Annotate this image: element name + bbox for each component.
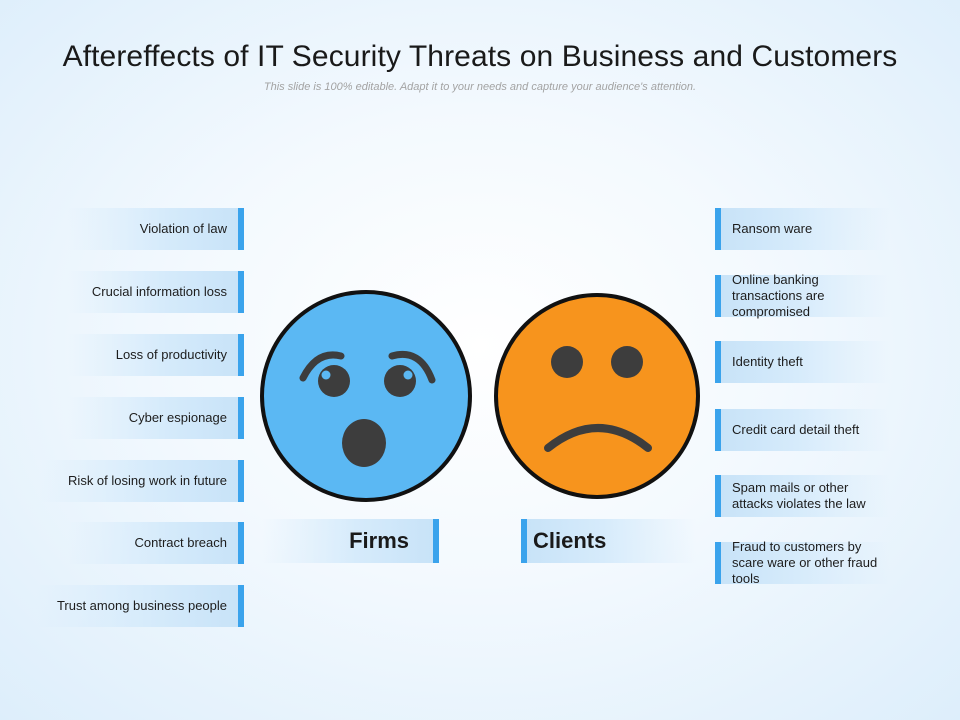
clients-item-label: Spam mails or other attacks violates the… [732, 480, 866, 511]
firms-item-label: Risk of losing work in future [68, 473, 227, 488]
clients-item-label: Identity theft [732, 354, 803, 369]
clients-item: Ransom ware [715, 208, 890, 250]
clients-item: Spam mails or other attacks violates the… [715, 475, 890, 517]
clients-item-label: Fraud to customers by scare ware or othe… [732, 539, 878, 586]
clients-item-label: Online banking transactions are compromi… [732, 272, 825, 319]
slide-subtitle: This slide is 100% editable. Adapt it to… [263, 81, 697, 93]
clients-item-label: Credit card detail theft [732, 422, 860, 437]
clients-item: Online banking transactions are compromi… [715, 272, 890, 319]
firms-item: Cyber espionage [68, 397, 244, 439]
clients-item: Identity theft [715, 341, 890, 383]
firms-item: Crucial information loss [68, 271, 244, 313]
firms-item: Contract breach [68, 522, 244, 564]
firms-item-label: Violation of law [139, 221, 227, 236]
clients-label: Clients [521, 519, 696, 563]
clients-item: Fraud to customers by scare ware or othe… [715, 539, 890, 586]
firms-item-label: Cyber espionage [128, 410, 227, 425]
clients-item: Credit card detail theft [715, 409, 890, 451]
firms-label: Firms [262, 519, 439, 563]
firms-item-label: Loss of productivity [115, 347, 227, 362]
firms-item: Violation of law [68, 208, 244, 250]
slide-title: Aftereffects of IT Security Threats on B… [62, 40, 898, 73]
sad-face-icon [494, 293, 700, 499]
firms-item-label: Trust among business people [56, 598, 227, 613]
surprised-face-icon [260, 290, 472, 502]
firms-item: Risk of losing work in future [40, 460, 244, 502]
firms-item-label: Contract breach [134, 535, 228, 550]
firms-item: Loss of productivity [68, 334, 244, 376]
firms-item: Trust among business people [36, 585, 244, 627]
firms-item-label: Crucial information loss [91, 284, 227, 299]
clients-item-label: Ransom ware [732, 221, 813, 236]
